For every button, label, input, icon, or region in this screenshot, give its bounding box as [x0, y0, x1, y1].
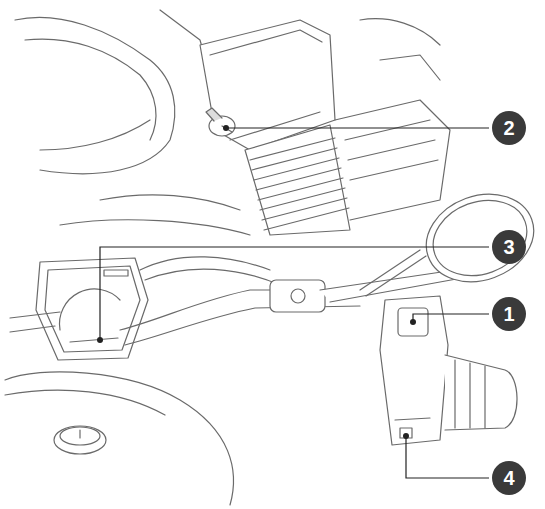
- callout-number: 3: [492, 230, 526, 264]
- callout-number: 1: [492, 297, 526, 331]
- callout-number: 2: [492, 111, 526, 145]
- callout-number: 4: [492, 461, 526, 495]
